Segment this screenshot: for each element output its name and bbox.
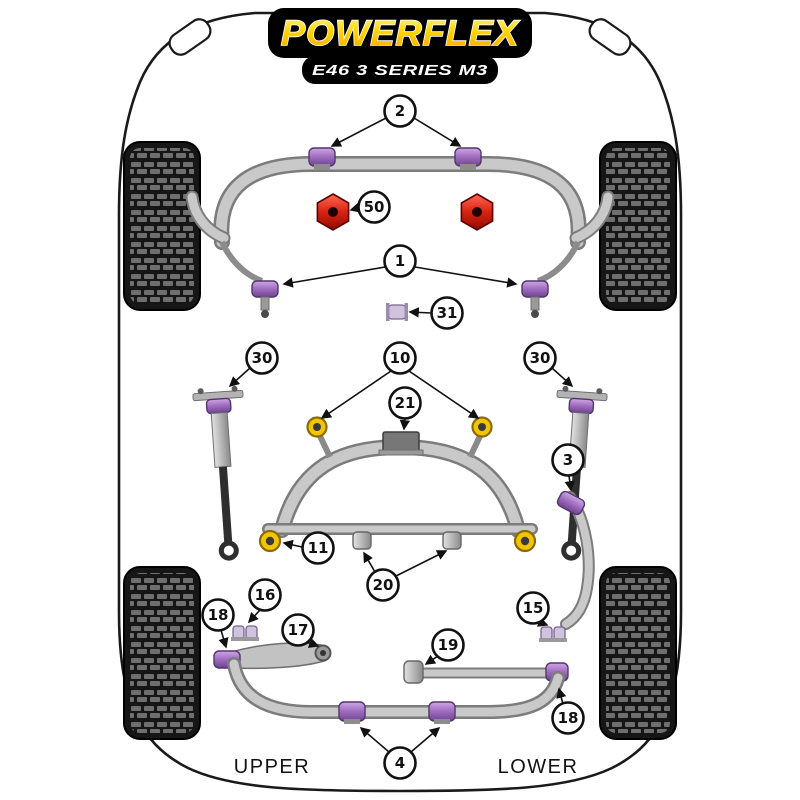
front-anti-roll-bar — [185, 147, 615, 284]
hex-mount-left — [316, 193, 350, 231]
side-mirror-left — [168, 18, 212, 56]
lower-label: LOWER — [498, 756, 579, 778]
callout-2: 2 — [330, 94, 462, 147]
drop-link-left — [251, 280, 279, 318]
callout-18-left-number: 18 — [208, 606, 229, 624]
tire-rear-left — [123, 566, 201, 740]
callout-11: 11 — [282, 531, 335, 565]
hex-mount-right — [460, 193, 494, 231]
callout-19-number: 19 — [438, 636, 459, 654]
callout-30-right: 30 — [523, 341, 574, 388]
shock-absorber-left — [192, 385, 244, 561]
callout-30-right-number: 30 — [530, 349, 551, 367]
lower-mount-bush-left — [352, 531, 372, 550]
tire-front-left — [123, 141, 201, 311]
callout-30-left-number: 30 — [252, 349, 273, 367]
callout-2-number: 2 — [395, 102, 405, 120]
control-arm-17 — [213, 642, 332, 670]
front-arb-bush-left — [308, 147, 336, 167]
lower-mount-bush-right — [442, 531, 462, 550]
side-mirror-right — [588, 18, 632, 56]
bush-pair-left — [231, 625, 259, 641]
subframe-bush-front-right — [471, 416, 493, 438]
tire-rear-right — [599, 566, 677, 740]
model-badge: E46 3 SERIES M3 — [302, 56, 498, 84]
callout-3: 3 — [551, 443, 585, 492]
callout-10: 10 — [320, 341, 480, 419]
rear-arb-bush-left — [338, 701, 366, 722]
rear-arb-bush-right — [428, 701, 456, 722]
callout-19: 19 — [424, 628, 465, 665]
callout-18-left: 18 — [201, 598, 235, 649]
callout-50: 50 — [349, 190, 391, 224]
callout-31: 31 — [408, 296, 464, 330]
tire-front-right — [599, 141, 677, 311]
rear-subframe — [258, 416, 538, 553]
callout-10-number: 10 — [390, 349, 411, 367]
callout-21: 21 — [388, 386, 422, 431]
callout-20-number: 20 — [373, 576, 394, 594]
trailing-arm-bush — [403, 660, 424, 684]
model-badge-text: E46 3 SERIES M3 — [312, 62, 488, 79]
subframe-bush-rear-left — [258, 529, 282, 553]
subframe-bush-rear-right — [513, 529, 537, 553]
callout-16: 16 — [247, 578, 282, 624]
callout-4-number: 4 — [395, 754, 405, 772]
callout-17-number: 17 — [288, 621, 309, 639]
center-mount — [378, 431, 424, 456]
subframe-bush-front-left — [306, 416, 328, 438]
callout-3-number: 3 — [563, 451, 573, 469]
callout-15-number: 15 — [523, 599, 544, 617]
callout-31-number: 31 — [437, 304, 458, 322]
callout-18-right: 18 — [551, 687, 585, 735]
callout-4: 4 — [359, 726, 441, 780]
callout-17: 17 — [281, 613, 320, 648]
callout-18-right-number: 18 — [558, 709, 579, 727]
callout-11-number: 11 — [308, 539, 329, 557]
drop-link-right — [521, 280, 549, 318]
callout-15: 15 — [516, 591, 550, 627]
small-center-bush — [386, 303, 408, 321]
brand-logo-text: POWERFLEX — [281, 14, 521, 53]
callout-50-number: 50 — [364, 198, 385, 216]
callout-16-number: 16 — [255, 586, 276, 604]
callout-20: 20 — [363, 550, 448, 602]
curved-arm-3 — [556, 490, 595, 630]
upper-label: UPPER — [234, 756, 310, 778]
callout-21-number: 21 — [395, 394, 416, 412]
front-arb-bush-right — [454, 147, 482, 167]
callout-1-number: 1 — [395, 252, 405, 270]
bush-pair-right — [539, 626, 567, 642]
brand-banner: POWERFLEX — [268, 8, 532, 58]
callout-1: 1 — [282, 244, 518, 288]
rear-anti-roll-bar — [227, 657, 565, 724]
callout-30-left: 30 — [228, 341, 279, 388]
